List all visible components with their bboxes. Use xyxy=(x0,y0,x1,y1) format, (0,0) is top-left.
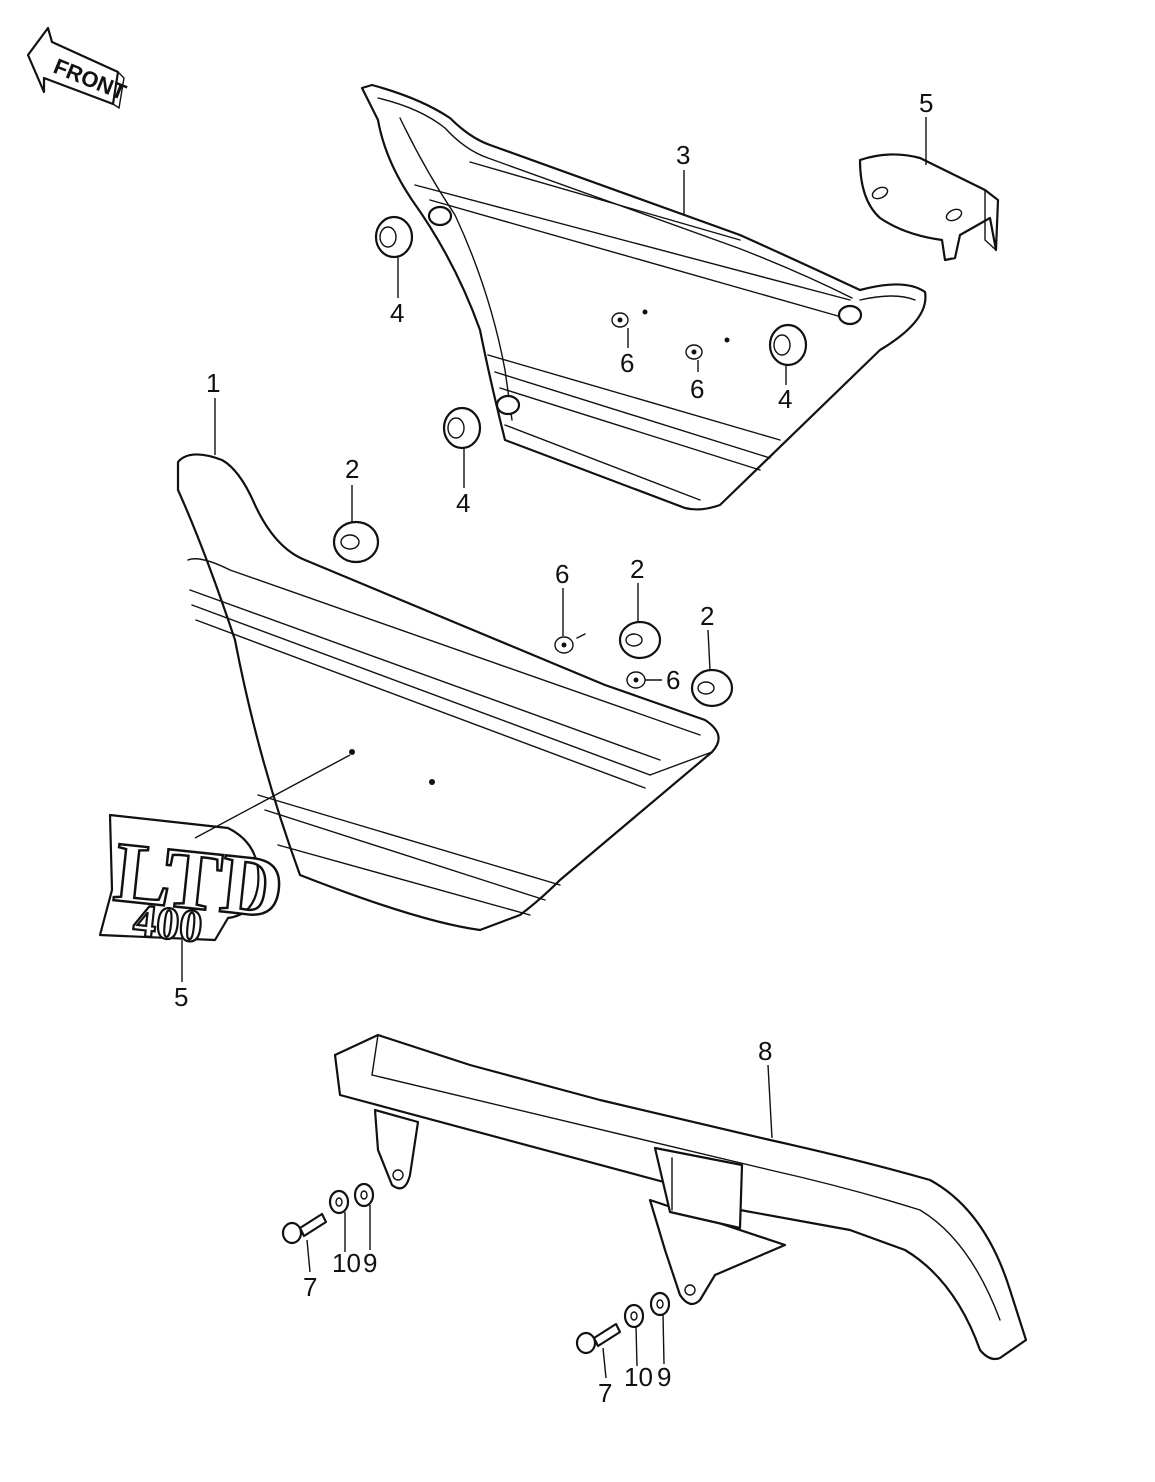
callout-4-lower: 4 xyxy=(456,488,470,518)
nuts xyxy=(554,312,703,689)
ltd-400-emblem: LTD 400 xyxy=(98,813,289,953)
callout-6-b: 6 xyxy=(690,374,704,404)
right-side-cover xyxy=(360,83,927,511)
callout-2-right: 2 xyxy=(700,601,714,631)
callout-3: 3 xyxy=(676,140,690,170)
callout-2-left: 2 xyxy=(345,454,359,484)
callout-7-lower: 7 xyxy=(598,1378,612,1408)
callout-6-c: 6 xyxy=(555,559,569,589)
bracket-plate xyxy=(858,153,1000,262)
callout-8: 8 xyxy=(758,1036,772,1066)
callout-5-emblem: 5 xyxy=(174,982,188,1012)
callout-4-right: 4 xyxy=(778,384,792,414)
callout-9-lower: 9 xyxy=(657,1362,671,1392)
callout-1: 1 xyxy=(206,368,220,398)
leader-lines xyxy=(181,117,927,1379)
chain-cover xyxy=(333,1033,1028,1361)
callouts: 3 5 4 4 4 6 6 1 2 6 2 2 6 5 8 7 10 9 7 1… xyxy=(174,88,933,1408)
emblem-line1: LTD xyxy=(110,823,288,936)
fasteners xyxy=(281,1182,671,1355)
callout-5-top: 5 xyxy=(919,88,933,118)
emblem-line2: 400 xyxy=(131,894,205,952)
callout-6-a: 6 xyxy=(620,348,634,378)
grommets xyxy=(332,215,808,708)
callout-10-lower: 10 xyxy=(624,1362,653,1392)
callout-6-d: 6 xyxy=(666,665,680,695)
callout-9-upper: 9 xyxy=(363,1248,377,1278)
callout-4-left: 4 xyxy=(390,298,404,328)
callout-7-upper: 7 xyxy=(303,1272,317,1302)
front-arrow: FRONT xyxy=(26,26,130,110)
callout-2-middle: 2 xyxy=(630,554,644,584)
left-side-cover xyxy=(176,453,720,932)
callout-10-upper: 10 xyxy=(332,1248,361,1278)
